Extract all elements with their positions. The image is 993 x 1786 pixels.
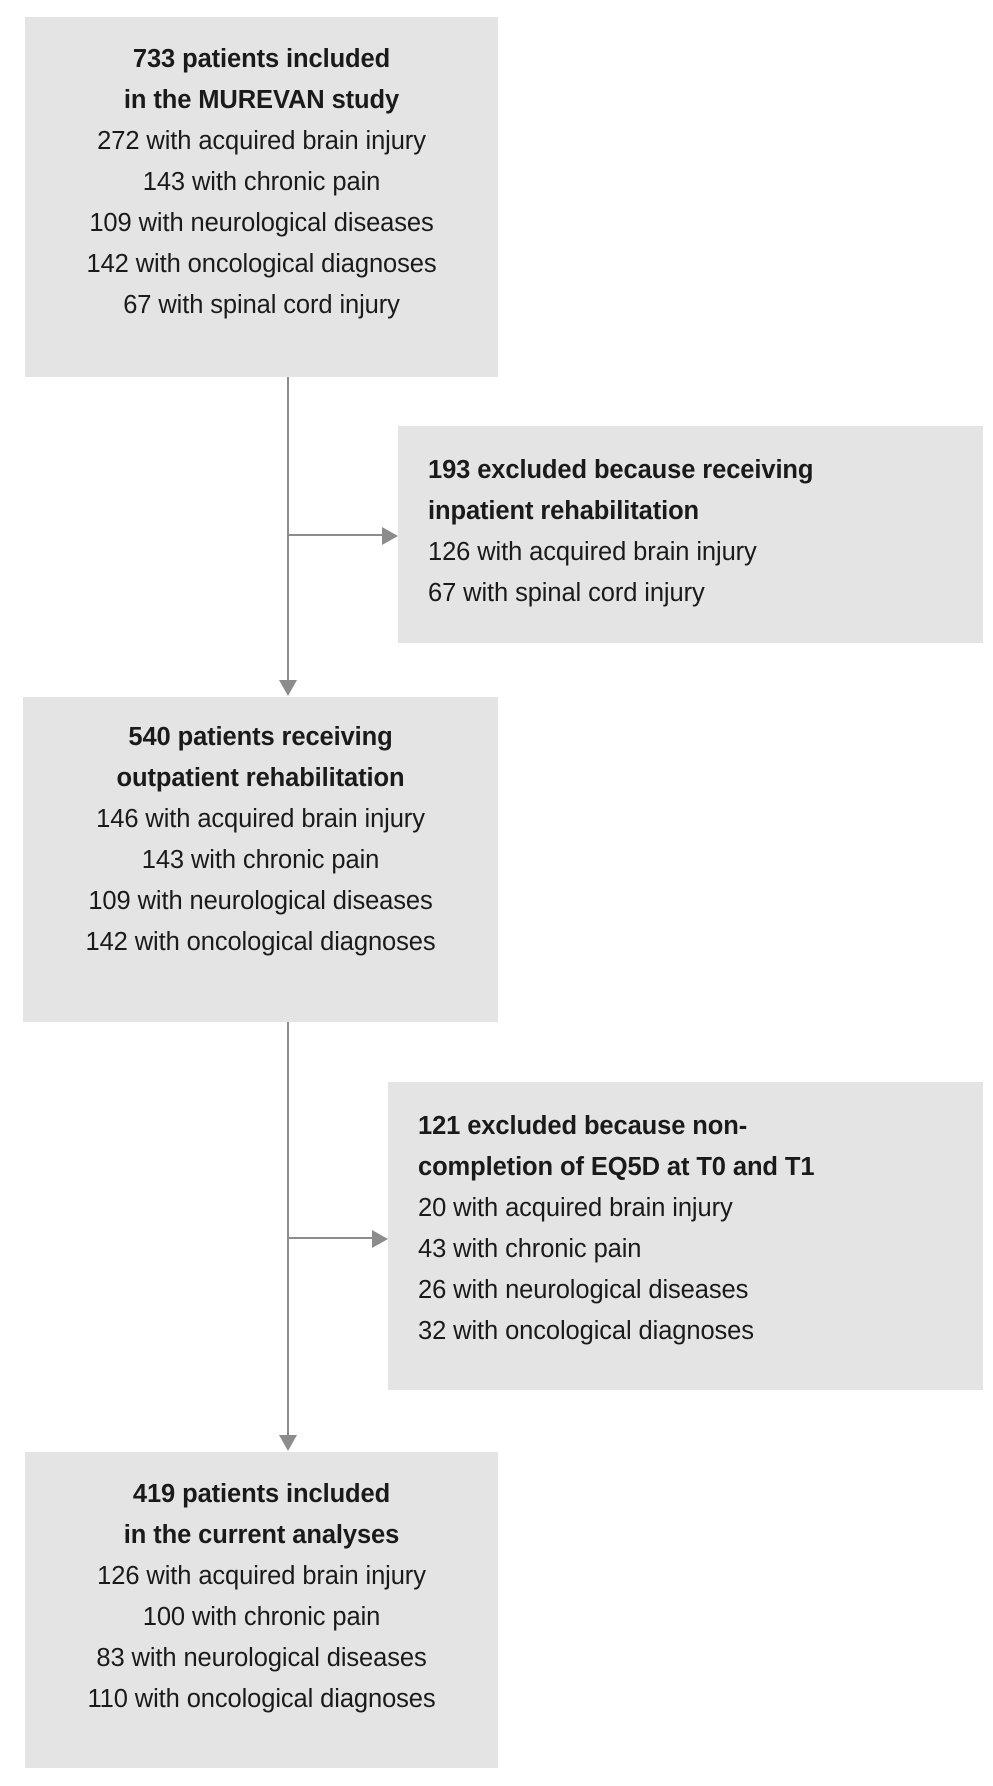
node-outpatient-detail-1: 143 with chronic pain xyxy=(141,846,380,874)
node-excluded-eq5d-detail-1: 43 with chronic pain xyxy=(418,1235,642,1263)
node-analysed-headline-1: in the current analyses xyxy=(123,1521,400,1549)
connector-outpatient-to-excluded-eq5d xyxy=(287,1237,372,1239)
node-included-detail-3: 142 with oncological diagnoses xyxy=(86,250,437,278)
node-included-detail-1: 143 with chronic pain xyxy=(142,168,381,196)
node-excluded-inpatient-headline-1: inpatient rehabilitation xyxy=(428,497,700,525)
node-included-detail-0: 272 with acquired brain injury xyxy=(97,127,426,155)
node-outpatient-headline-0: 540 patients receiving xyxy=(128,723,393,751)
node-analysed: 419 patients included in the current ana… xyxy=(25,1452,498,1768)
node-outpatient-headline-1: outpatient rehabilitation xyxy=(116,764,405,792)
node-included-headline-0: 733 patients included xyxy=(132,45,391,73)
node-excluded-eq5d: 121 excluded because non- completion of … xyxy=(388,1082,983,1390)
connector-outpatient-to-analysed xyxy=(287,1022,289,1435)
node-included: 733 patients included in the MUREVAN stu… xyxy=(25,17,498,377)
node-excluded-inpatient: 193 excluded because receiving inpatient… xyxy=(398,426,983,643)
node-included-detail-2: 109 with neurological diseases xyxy=(89,209,434,237)
node-excluded-eq5d-headline-0: 121 excluded because non- xyxy=(418,1112,748,1140)
node-outpatient-detail-3: 142 with oncological diagnoses xyxy=(85,928,436,956)
node-analysed-detail-3: 110 with oncological diagnoses xyxy=(87,1685,436,1713)
node-excluded-eq5d-headline-1: completion of EQ5D at T0 and T1 xyxy=(418,1153,815,1181)
arrowhead-down-icon xyxy=(279,680,297,696)
node-outpatient-detail-0: 146 with acquired brain injury xyxy=(96,805,425,833)
connector-included-to-outpatient xyxy=(287,377,289,680)
node-outpatient: 540 patients receiving outpatient rehabi… xyxy=(23,697,498,1022)
node-analysed-headline-0: 419 patients included xyxy=(132,1480,391,1508)
node-excluded-inpatient-headline-0: 193 excluded because receiving xyxy=(428,456,814,484)
node-outpatient-detail-2: 109 with neurological diseases xyxy=(88,887,433,915)
node-analysed-detail-2: 83 with neurological diseases xyxy=(96,1644,427,1672)
connector-included-to-excluded-inpatient xyxy=(287,534,382,536)
arrowhead-right-icon xyxy=(372,1230,388,1248)
node-included-detail-4: 67 with spinal cord injury xyxy=(123,291,400,319)
node-analysed-detail-0: 126 with acquired brain injury xyxy=(97,1562,426,1590)
node-excluded-eq5d-detail-3: 32 with oncological diagnoses xyxy=(418,1317,754,1345)
arrowhead-down-icon xyxy=(279,1435,297,1451)
arrowhead-right-icon xyxy=(382,527,398,545)
node-included-headline-1: in the MUREVAN study xyxy=(123,86,400,114)
node-excluded-eq5d-detail-0: 20 with acquired brain injury xyxy=(418,1194,733,1222)
node-excluded-inpatient-detail-0: 126 with acquired brain injury xyxy=(428,538,757,566)
node-excluded-inpatient-detail-1: 67 with spinal cord injury xyxy=(428,579,705,607)
node-analysed-detail-1: 100 with chronic pain xyxy=(142,1603,381,1631)
node-excluded-eq5d-detail-2: 26 with neurological diseases xyxy=(418,1276,749,1304)
